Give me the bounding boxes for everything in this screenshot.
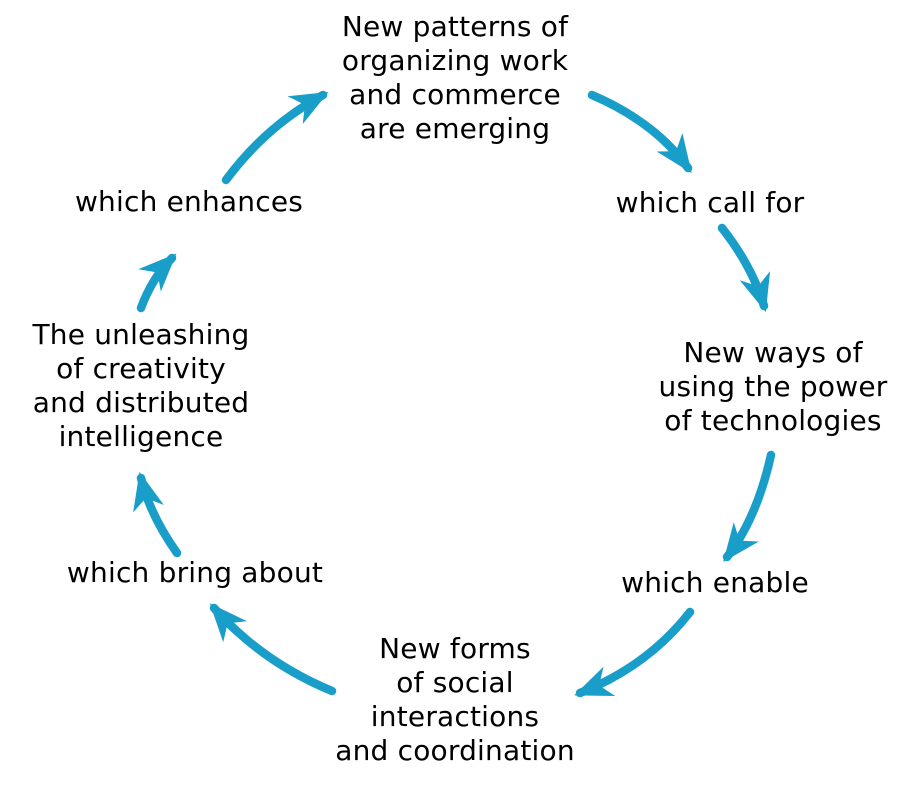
arrow-bring-about-to-left <box>133 471 182 558</box>
node-line: of technologies <box>664 404 882 437</box>
arrow-top-to-call-for <box>587 90 693 174</box>
label-which-enhances: which enhances <box>74 185 304 218</box>
node-new-patterns: New patterns of organizing work and comm… <box>342 10 568 146</box>
arrow-enable-to-bottom <box>574 607 695 698</box>
label-which-bring-about: which bring about <box>66 556 324 589</box>
node-line: New patterns of <box>341 10 569 43</box>
arrow-call-for-to-right <box>717 223 771 313</box>
node-line: and distributed <box>32 386 250 419</box>
node-line: of social <box>396 666 514 699</box>
node-new-forms: New forms of social interactions and coo… <box>335 632 575 768</box>
node-new-ways: New ways of using the power of technolog… <box>659 336 888 438</box>
node-line: New ways of <box>683 336 863 369</box>
node-line: and commerce <box>349 78 561 111</box>
node-unleashing: The unleashing of creativity and distrib… <box>32 318 249 454</box>
node-line: of creativity <box>56 352 226 385</box>
arrow-right-to-enable <box>722 450 776 563</box>
arrow-enhances-to-top <box>221 90 329 185</box>
arrow-bottom-to-bring-about <box>209 603 337 696</box>
label-which-enable: which enable <box>621 566 809 599</box>
node-line: and coordination <box>335 734 575 767</box>
label-which-call-for: which call for <box>615 186 805 219</box>
node-line: intelligence <box>58 420 224 453</box>
node-line: using the power <box>658 370 888 403</box>
node-line: are emerging <box>359 112 551 145</box>
node-line: interactions <box>370 700 540 733</box>
node-line: The unleashing <box>32 318 250 351</box>
node-line: organizing work <box>341 44 569 77</box>
arrow-left-to-enhances <box>136 253 177 313</box>
node-line: New forms <box>379 632 531 665</box>
